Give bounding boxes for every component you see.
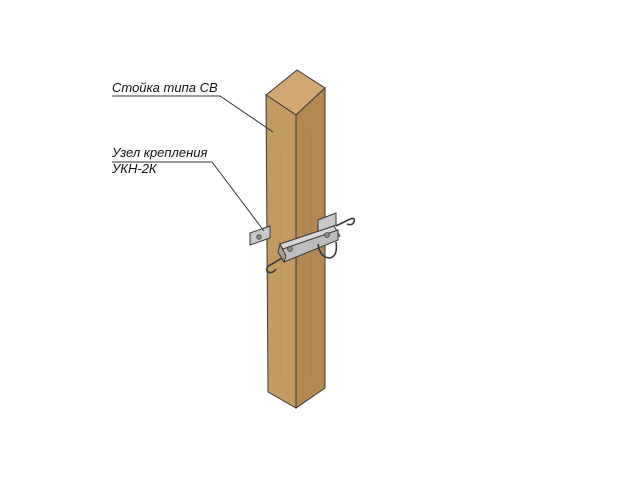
- node-bolt: [256, 234, 262, 240]
- node-bolt: [287, 246, 293, 252]
- post-leader-line: [112, 95, 274, 133]
- node-callout-label-line2: УКН-2К: [112, 161, 157, 176]
- node-upper-hook: [335, 217, 356, 227]
- node-leader-line: [112, 161, 265, 232]
- node-clamp-plate-edge: [277, 242, 287, 264]
- node-back-strip: [317, 212, 337, 233]
- node-lower-hook: [265, 257, 283, 274]
- node-callout-label-line1: Узел крепления: [112, 145, 208, 160]
- node-u-bolt: [317, 241, 338, 259]
- post-callout-label: Стойка типа СВ: [112, 80, 218, 95]
- leader-lines: [112, 95, 274, 232]
- node-bolt: [324, 232, 330, 238]
- fastening-node: [249, 212, 356, 274]
